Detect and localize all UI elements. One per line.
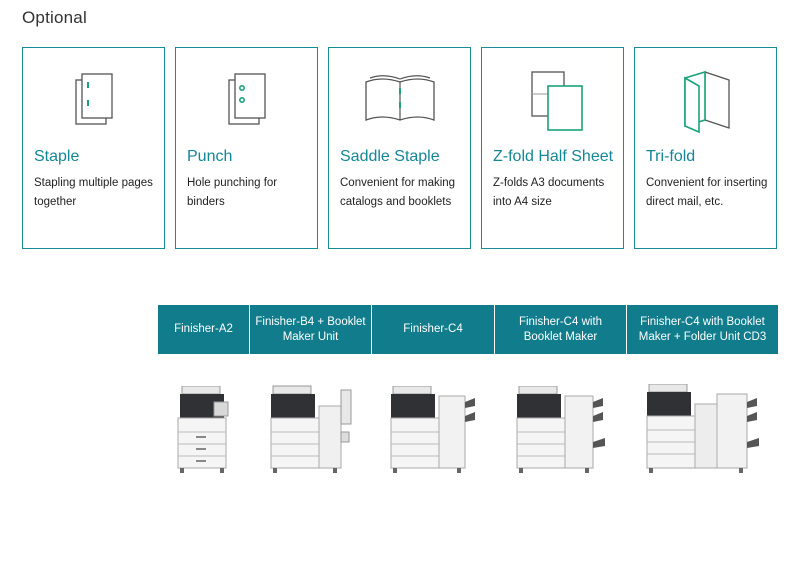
printer-finisher-c4-booklet-image — [513, 374, 609, 474]
feature-title: Tri-fold — [646, 148, 696, 165]
finisher-column: Finisher-A2 — [158, 305, 249, 474]
finisher-column: Finisher-B4 + Booklet Maker Unit — [250, 305, 371, 474]
feature-title: Saddle Staple — [340, 148, 440, 165]
feature-card-staple: Staple Stapling multiple pages together — [22, 47, 165, 249]
finisher-header: Finisher-C4 with Booklet Maker + Folder … — [627, 305, 778, 354]
finisher-column: Finisher-C4 — [372, 305, 494, 474]
finisher-header: Finisher-C4 — [372, 305, 494, 354]
feature-card-z-fold: Z-fold Half Sheet Z-folds A3 documents i… — [481, 47, 624, 249]
printer-finisher-b4-image — [267, 374, 355, 474]
feature-description: Stapling multiple pages together — [34, 177, 153, 208]
feature-title: Z-fold Half Sheet — [493, 148, 614, 165]
finisher-column: Finisher-C4 with Booklet Maker — [495, 305, 626, 474]
feature-card-tri-fold: Tri-fold Convenient for inserting direct… — [634, 47, 777, 249]
feature-cards: Staple Stapling multiple pages together … — [22, 47, 777, 249]
finisher-header: Finisher-C4 with Booklet Maker — [495, 305, 626, 354]
saddle-staple-icon — [329, 70, 470, 134]
finisher-header: Finisher-B4 + Booklet Maker Unit — [250, 305, 371, 354]
feature-description: Convenient for inserting direct mail, et… — [646, 177, 768, 208]
finisher-comparison: Finisher-A2 Finishe — [158, 305, 778, 474]
feature-description: Z-folds A3 documents into A4 size — [493, 177, 605, 208]
printer-finisher-c4-folder-image — [643, 374, 763, 474]
section-title: Optional — [22, 8, 87, 27]
feature-title: Staple — [34, 148, 80, 165]
feature-description: Hole punching for binders — [187, 177, 278, 208]
finisher-column: Finisher-C4 with Booklet Maker + Folder … — [627, 305, 778, 474]
punch-icon — [176, 70, 317, 134]
z-fold-icon — [482, 70, 623, 134]
feature-card-punch: Punch Hole punching for binders — [175, 47, 318, 249]
feature-title: Punch — [187, 148, 233, 165]
printer-finisher-c4-image — [387, 374, 479, 474]
staple-icon — [23, 70, 164, 134]
feature-card-saddle-staple: Saddle Staple Convenient for making cata… — [328, 47, 471, 249]
feature-description: Convenient for making catalogs and bookl… — [340, 177, 456, 208]
printer-finisher-a2-image — [174, 374, 234, 474]
tri-fold-icon — [635, 70, 776, 134]
finisher-header: Finisher-A2 — [158, 305, 249, 354]
